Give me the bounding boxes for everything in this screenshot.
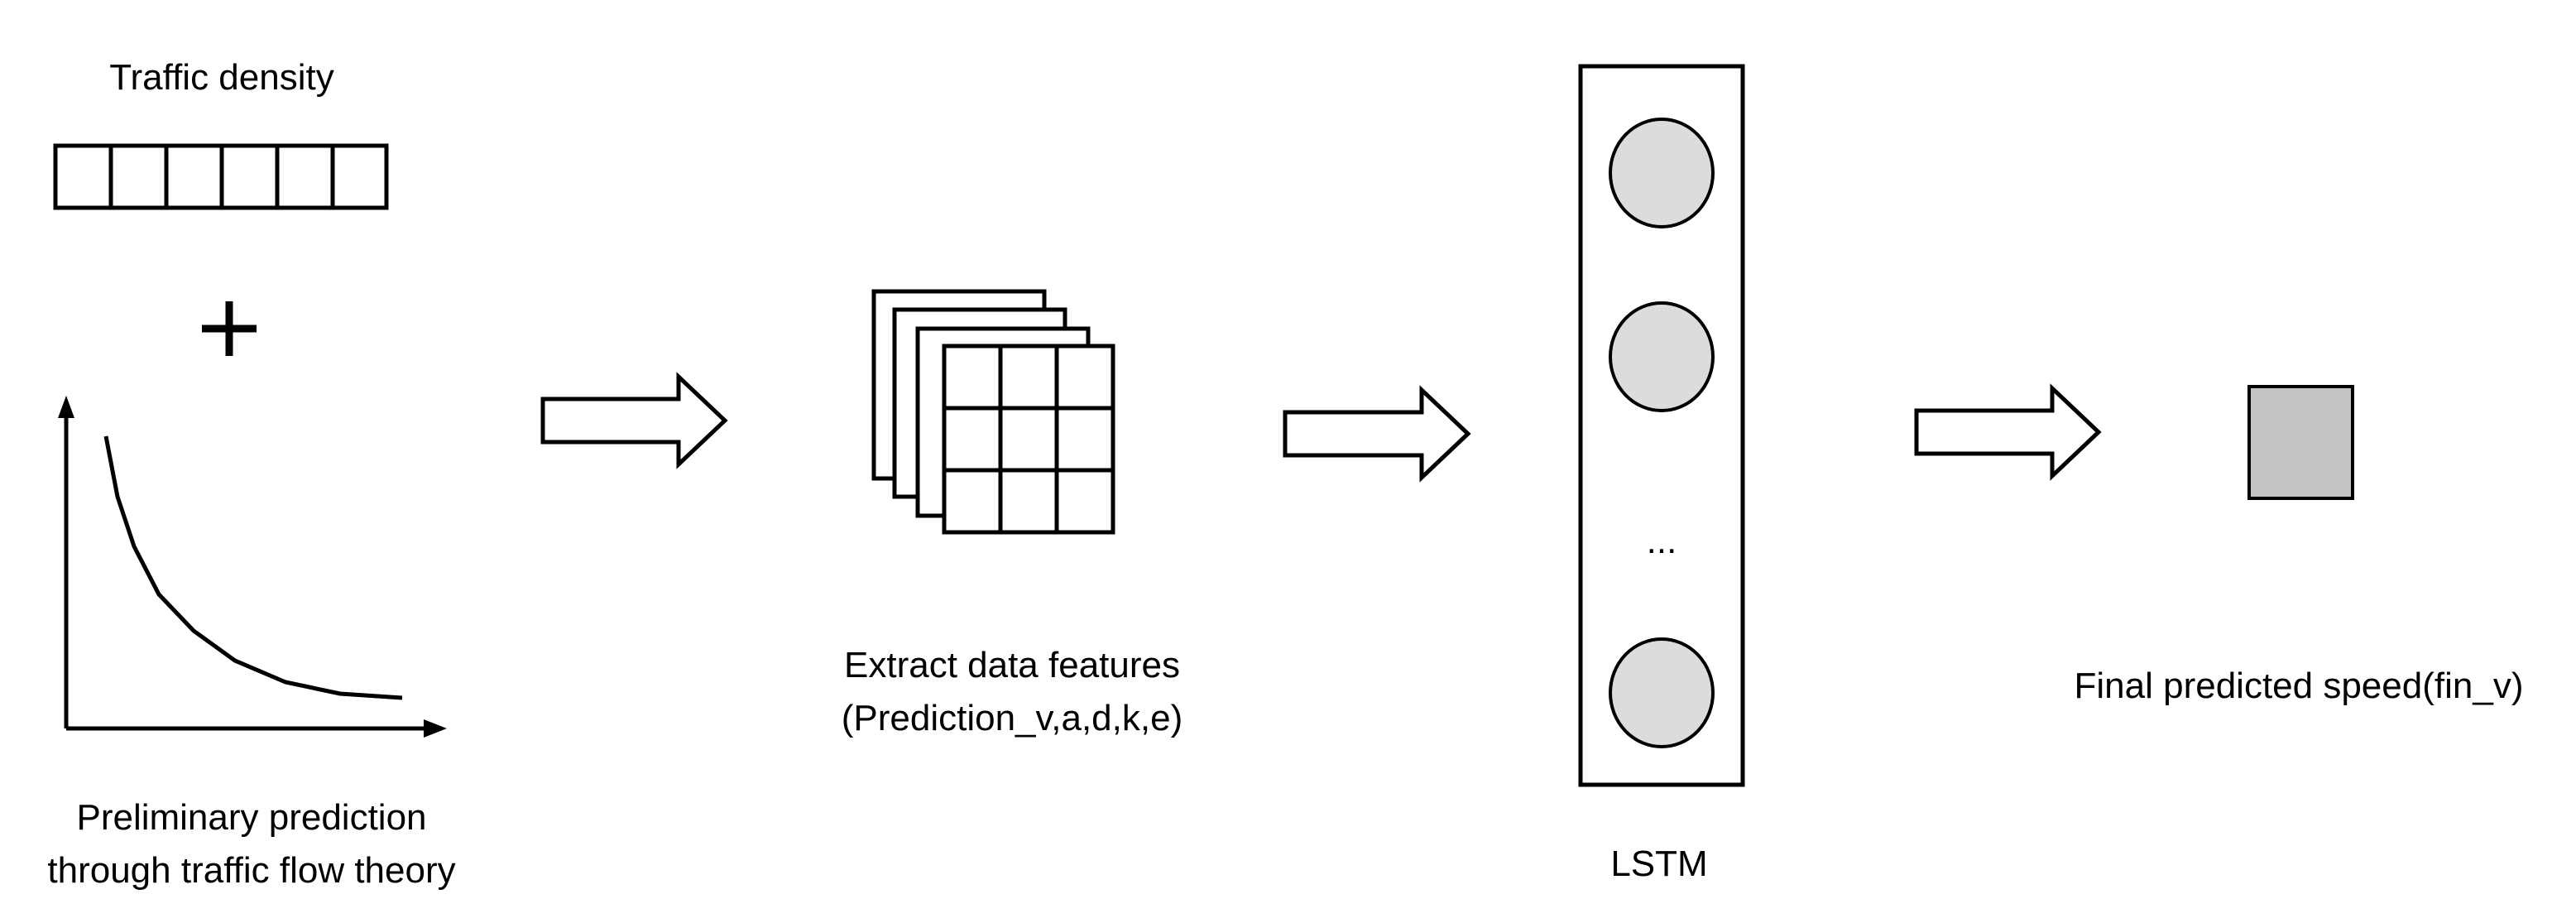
- extract-features-label-line2: (Prediction_v,a,d,k,e): [842, 698, 1182, 738]
- lstm-node-2: [1609, 301, 1715, 412]
- lstm-frame: [1578, 64, 1745, 787]
- traffic-density-vector: [53, 143, 389, 210]
- traffic-flow-curve-chart: [58, 396, 447, 738]
- final-output-square: [2247, 385, 2354, 500]
- traffic-density-label: Traffic density: [109, 57, 333, 98]
- final-predicted-speed-label: Final predicted speed(fin_v): [2075, 666, 2524, 706]
- lstm-label: LSTM: [1610, 844, 1707, 884]
- x-axis-arrowhead: [424, 719, 447, 738]
- arrow-3-icon: [1914, 383, 2102, 481]
- y-axis-arrowhead: [58, 396, 74, 418]
- lstm-node-3: [1609, 637, 1715, 748]
- arrow-2-icon: [1283, 385, 1471, 483]
- preliminary-prediction-label-line2: through traffic flow theory: [47, 850, 455, 891]
- decay-curve: [103, 435, 403, 700]
- lstm-ellipsis: ...: [1647, 521, 1677, 561]
- arrow-1-icon: [540, 372, 728, 469]
- plus-sign: [202, 301, 257, 356]
- preliminary-prediction-label-line1: Preliminary prediction: [76, 797, 426, 838]
- lstm-block: ...: [1578, 64, 1745, 787]
- extract-features-label-line1: Extract data features: [844, 645, 1180, 685]
- feature-matrices-stack: [871, 289, 1115, 535]
- lstm-node-1: [1609, 118, 1715, 228]
- feature-matrix-front: [942, 344, 1115, 535]
